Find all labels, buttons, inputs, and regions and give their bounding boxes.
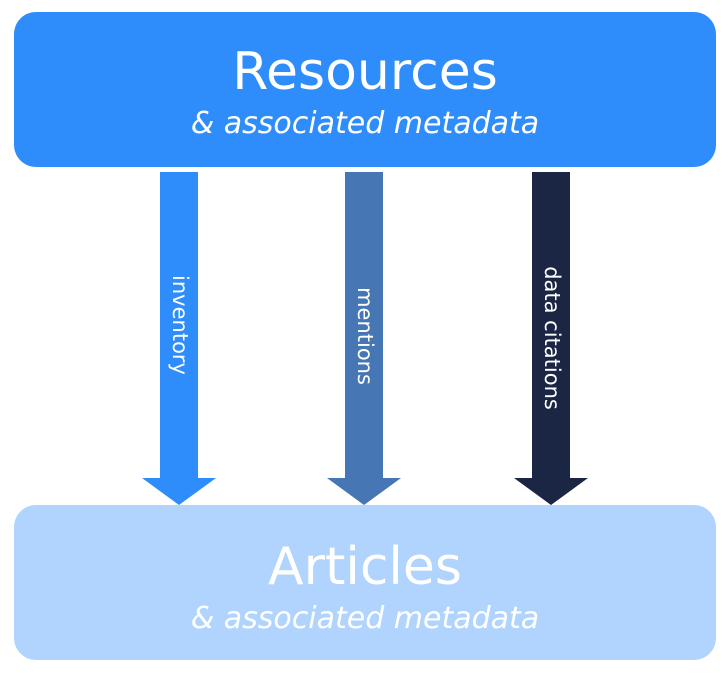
arrow-inventory-shape	[142, 172, 216, 505]
arrow-inventory: inventory	[142, 172, 216, 505]
arrow-mentions-label: mentions	[353, 287, 377, 385]
articles-title: Articles	[268, 537, 462, 597]
resources-subtitle: & associated metadata	[190, 106, 540, 141]
articles-box: Articles & associated metadata	[14, 505, 716, 660]
arrow-data-citations: data citations	[514, 172, 588, 505]
resources-title: Resources	[232, 42, 498, 102]
arrow-mentions: mentions	[327, 172, 401, 505]
arrow-data-citations-shape	[514, 172, 588, 505]
resources-box: Resources & associated metadata	[14, 12, 716, 167]
arrow-inventory-label: inventory	[168, 275, 192, 375]
arrow-data-citations-label: data citations	[540, 266, 564, 410]
arrow-mentions-shape	[327, 172, 401, 505]
articles-subtitle: & associated metadata	[190, 601, 540, 636]
